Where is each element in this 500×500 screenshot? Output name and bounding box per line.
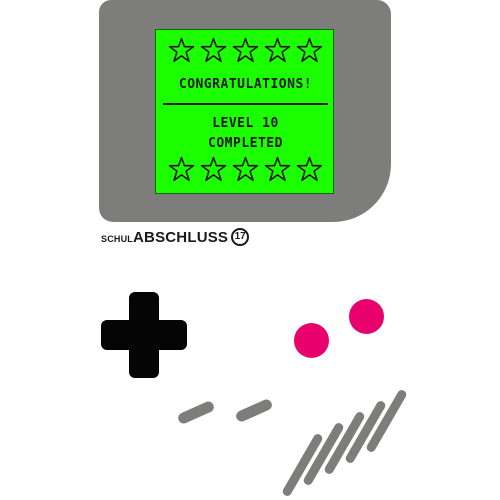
select-pill <box>176 399 216 426</box>
game-screen: CONGRATULATIONS! LEVEL 10 COMPLETED <box>155 29 334 194</box>
b-button <box>294 323 329 358</box>
top-stars-row <box>168 36 323 64</box>
brand-logo: SCHUL ABSCHLUSS 17 <box>101 227 250 247</box>
star-outline-icon <box>200 37 227 62</box>
screen-level-text: LEVEL 10 <box>212 116 279 131</box>
star-outline-icon <box>296 37 323 62</box>
brand-prefix: SCHUL <box>101 233 133 244</box>
star-outline-icon <box>200 156 227 181</box>
star-outline-icon <box>168 156 195 181</box>
dpad-horizontal-bar <box>101 320 187 350</box>
start-pill <box>234 397 274 424</box>
a-button <box>349 299 384 334</box>
screen-headline: CONGRATULATIONS! <box>178 77 313 92</box>
star-outline-icon <box>168 37 195 62</box>
star-outline-icon <box>264 156 291 181</box>
star-outline-icon <box>264 37 291 62</box>
bottom-stars-row <box>168 155 323 183</box>
screen-divider <box>163 103 328 105</box>
brand-main: ABSCHLUSS <box>133 228 229 246</box>
brand-badge: 17 <box>231 228 250 246</box>
dpad-icon <box>101 292 187 378</box>
star-outline-icon <box>296 156 323 181</box>
star-outline-icon <box>232 37 259 62</box>
star-outline-icon <box>232 156 259 181</box>
screen-status-text: COMPLETED <box>208 136 283 151</box>
